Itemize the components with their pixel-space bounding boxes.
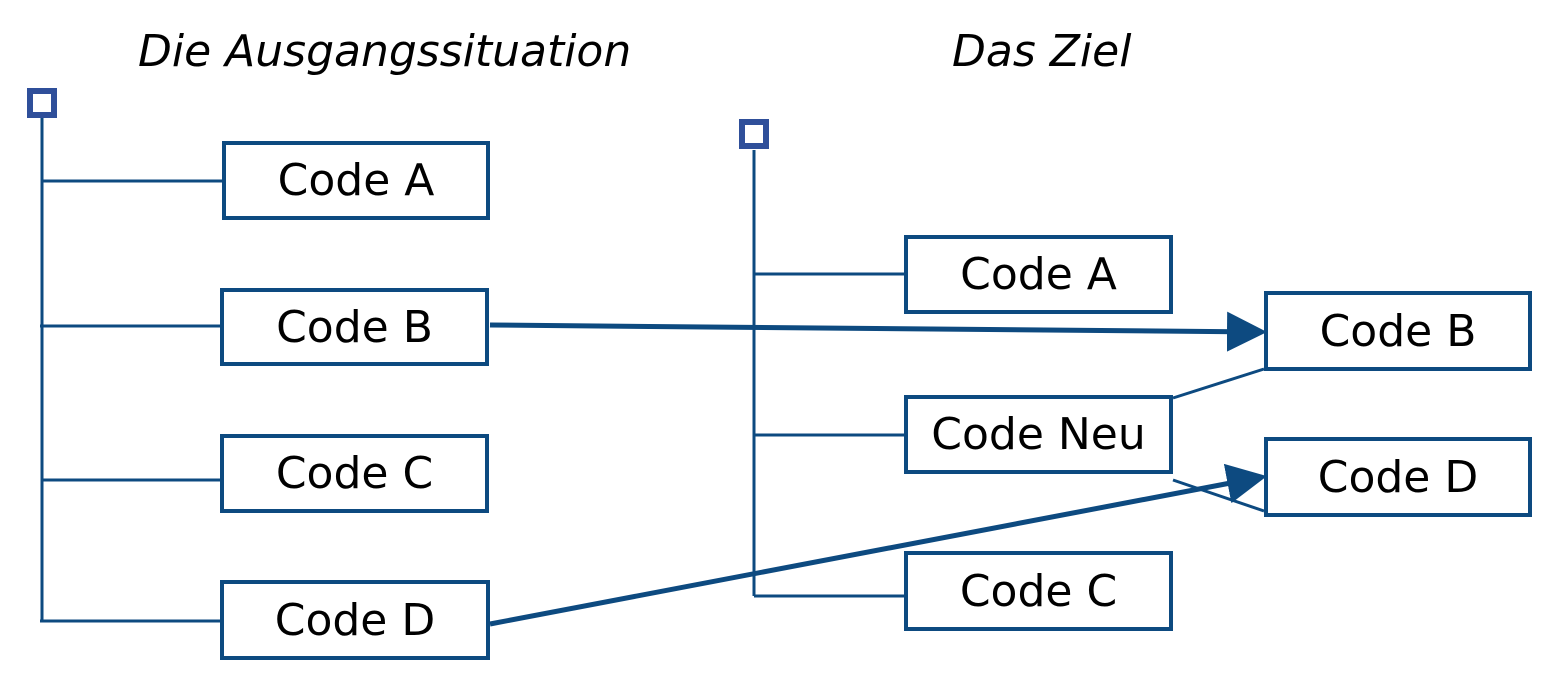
left-code-b-box: Code B (220, 288, 489, 366)
left-code-d-box: Code D (220, 580, 490, 660)
left-tree-connectors (40, 118, 222, 623)
move-arrow-code-d (489, 463, 1267, 627)
right-code-neu-box: Code Neu (904, 395, 1173, 474)
right-code-d-box: Code D (1264, 437, 1532, 517)
left-tree-root-node (27, 88, 57, 118)
left-code-c-box: Code C (220, 434, 489, 513)
left-tree-heading: Die Ausgangssituation (138, 26, 632, 77)
move-arrows (489, 311, 1267, 627)
right-code-b-box: Code B (1264, 291, 1532, 371)
code-neu-to-code-b-connector (1172, 367, 1265, 400)
right-code-c-box: Code C (904, 551, 1173, 631)
move-arrow-code-b (489, 311, 1267, 352)
code-neu-to-code-d-connector (1172, 478, 1265, 513)
right-tree-heading: Das Ziel (952, 26, 1132, 77)
right-tree-root-node (739, 119, 769, 149)
right-code-a-box: Code A (904, 235, 1173, 314)
right-tree-connectors (752, 150, 1265, 598)
left-code-a-box: Code A (222, 141, 490, 220)
